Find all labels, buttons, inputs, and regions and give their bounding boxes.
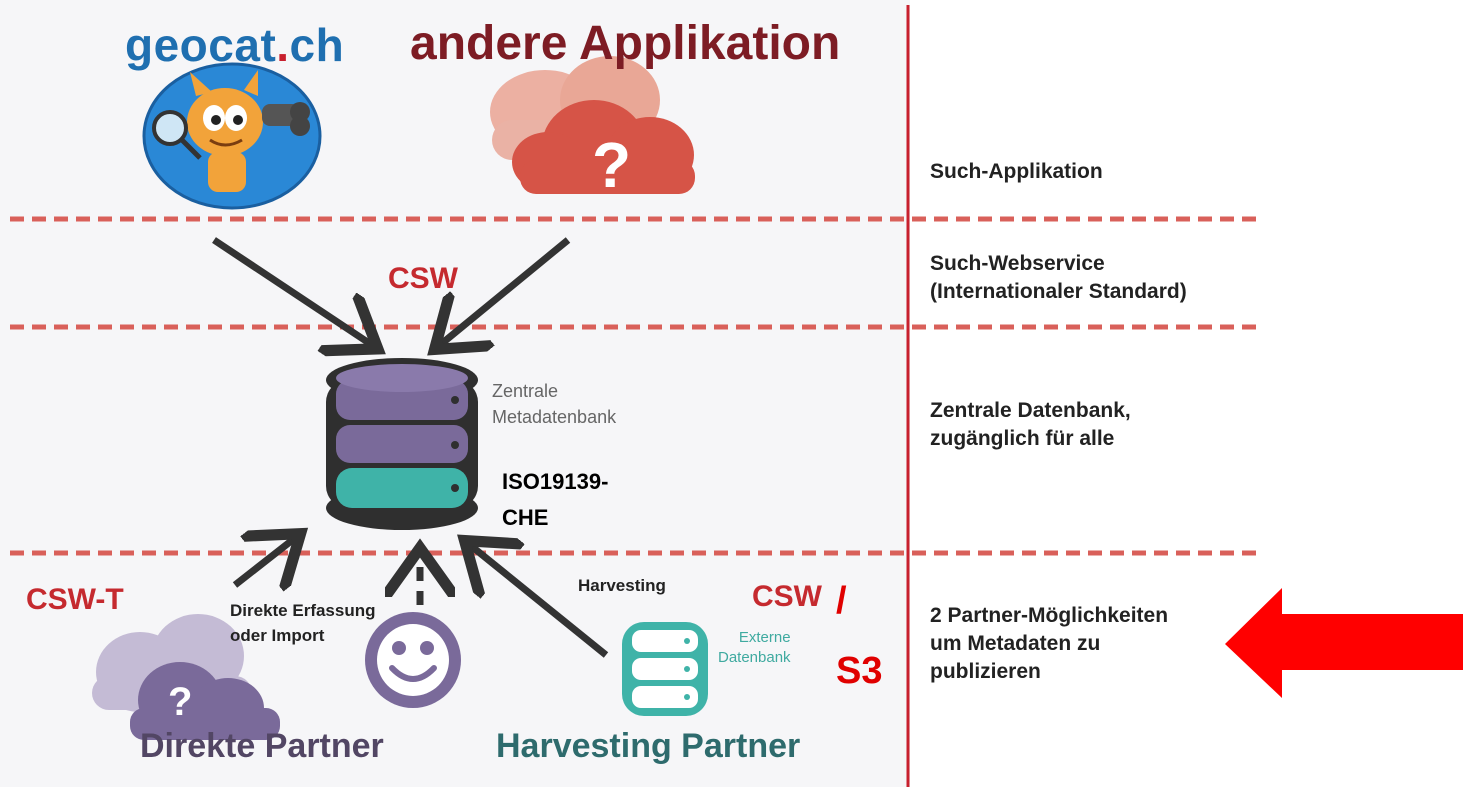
slash-label: / bbox=[836, 580, 847, 622]
harvesting-label: Harvesting bbox=[578, 576, 666, 595]
standard-label: ISO19139- CHE bbox=[502, 469, 609, 530]
external-database-icon bbox=[622, 622, 708, 716]
direct-entry-label: Direkte Erfassung oder Import bbox=[230, 601, 376, 645]
smiley-icon bbox=[365, 612, 461, 708]
csw-arrows bbox=[212, 237, 571, 345]
highlight-arrow-icon bbox=[1225, 588, 1463, 698]
database-icon bbox=[326, 358, 478, 530]
input-arrows bbox=[232, 538, 609, 658]
layer-central-database: Zentrale Datenbank, zugänglich für alle bbox=[930, 399, 1131, 450]
cloud-question-icon bbox=[490, 56, 695, 194]
external-database-label: Externe Datenbank bbox=[718, 629, 791, 666]
other-application-title: andere Applikation bbox=[410, 17, 841, 70]
layer-dividers bbox=[10, 216, 1262, 556]
mascot-icon bbox=[142, 62, 322, 210]
database-label: Zentrale Metadatenbank bbox=[492, 381, 617, 427]
partner-cloud-icon bbox=[92, 614, 280, 740]
brand-logo: geocat.ch bbox=[125, 19, 345, 71]
layer-search-webservice: Such-Webservice (Internationaler Standar… bbox=[930, 252, 1187, 303]
s3-label: S3 bbox=[836, 650, 883, 692]
csw-t-label: CSW-T bbox=[26, 583, 124, 616]
layer-search-application: Such-Applikation bbox=[930, 160, 1103, 183]
direct-partner-label: Direkte Partner bbox=[140, 727, 384, 765]
app-cloud-symbol: ? bbox=[592, 129, 632, 201]
harvesting-partner-label: Harvesting Partner bbox=[496, 727, 801, 765]
partner-cloud-symbol: ? bbox=[168, 680, 193, 724]
csw-harvest-label: CSW bbox=[752, 580, 822, 613]
csw-label: CSW bbox=[388, 262, 458, 295]
layer-partner-options: 2 Partner-Möglichkeiten um Metadaten zu … bbox=[930, 604, 1169, 683]
